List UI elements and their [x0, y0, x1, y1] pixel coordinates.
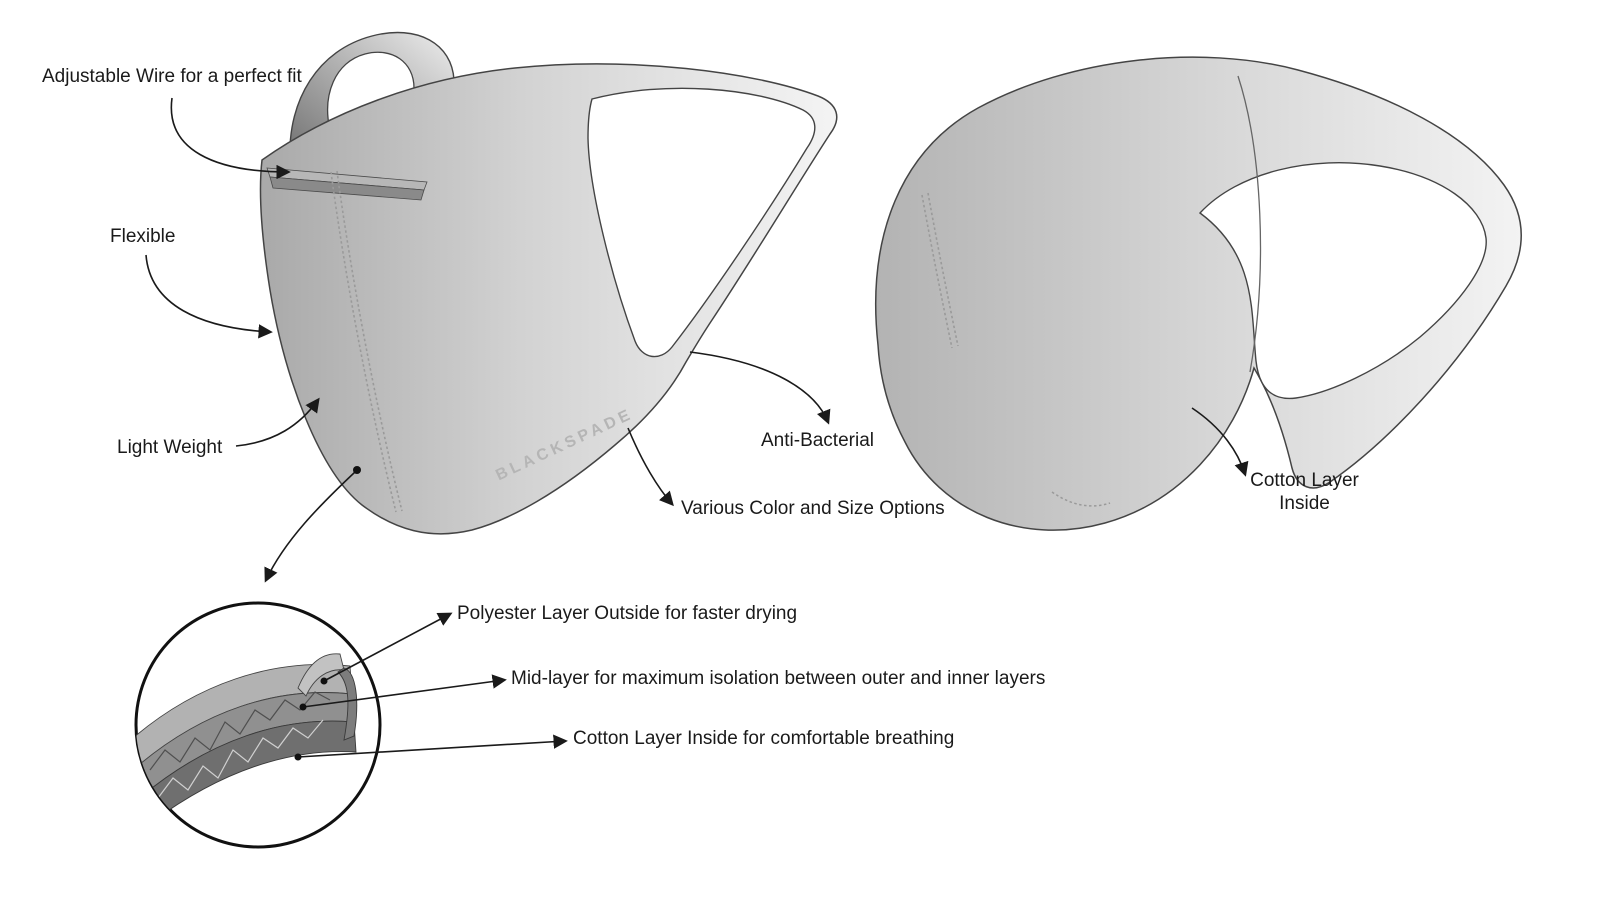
line-cotton-layer [297, 734, 568, 758]
arrow-light-weight [235, 397, 320, 447]
left-mask-stitch-seam-2 [336, 170, 403, 512]
right-mask-inner-seam [1237, 75, 1262, 373]
label-adjustable-wire: Adjustable Wire for a perfect fit [42, 66, 302, 87]
left-mask-ear-hole [587, 87, 816, 358]
stitch-zigzag-middle [149, 691, 331, 771]
label-mid-layer: Mid-layer for maximum isolation between … [511, 668, 1046, 689]
label-anti-bacterial: Anti-Bacterial [761, 430, 874, 451]
right-mask-illustration [875, 56, 1522, 531]
label-flexible: Flexible [110, 226, 176, 247]
arrow-anti-bacterial [689, 351, 831, 425]
right-mask-stitch-seam-2 [927, 192, 959, 347]
cross-section-magnifier [134, 601, 382, 849]
line-mid-layer [302, 674, 507, 708]
dot-mid-layer [299, 703, 307, 711]
nose-wire-front [269, 176, 425, 201]
left-mask-stitch-seam [330, 171, 397, 513]
stitch-zigzag-inner [157, 719, 324, 799]
dot-lightweight-point [353, 466, 361, 474]
arrow-flexible [145, 254, 273, 339]
callout-dots [294, 466, 361, 761]
line-polyester-layer [323, 612, 453, 682]
label-light-weight: Light Weight [117, 437, 223, 458]
right-mask-bottom-stitch [1051, 491, 1111, 507]
layer-inner-cotton [141, 720, 357, 823]
label-cotton-breathing: Cotton Layer Inside for comfortable brea… [573, 728, 955, 749]
left-mask-illustration [259, 31, 838, 535]
callout-arrows [145, 97, 1249, 758]
arrow-various-options [627, 427, 674, 507]
right-mask-ear-hole [1198, 162, 1487, 400]
label-cotton-layer-inside: Cotton Layer Inside [1250, 470, 1359, 514]
arrow-to-magnifier [264, 471, 356, 583]
dot-polyester-layer [320, 677, 328, 685]
right-mask-stitch-seam [921, 194, 953, 349]
label-polyester-layer: Polyester Layer Outside for faster dryin… [457, 603, 798, 624]
arrow-cotton-inside [1191, 407, 1249, 477]
dot-cotton-layer [294, 753, 302, 761]
arrow-adjustable-wire [170, 97, 291, 180]
label-various-options: Various Color and Size Options [681, 498, 945, 519]
layer-end-cap [337, 667, 358, 741]
